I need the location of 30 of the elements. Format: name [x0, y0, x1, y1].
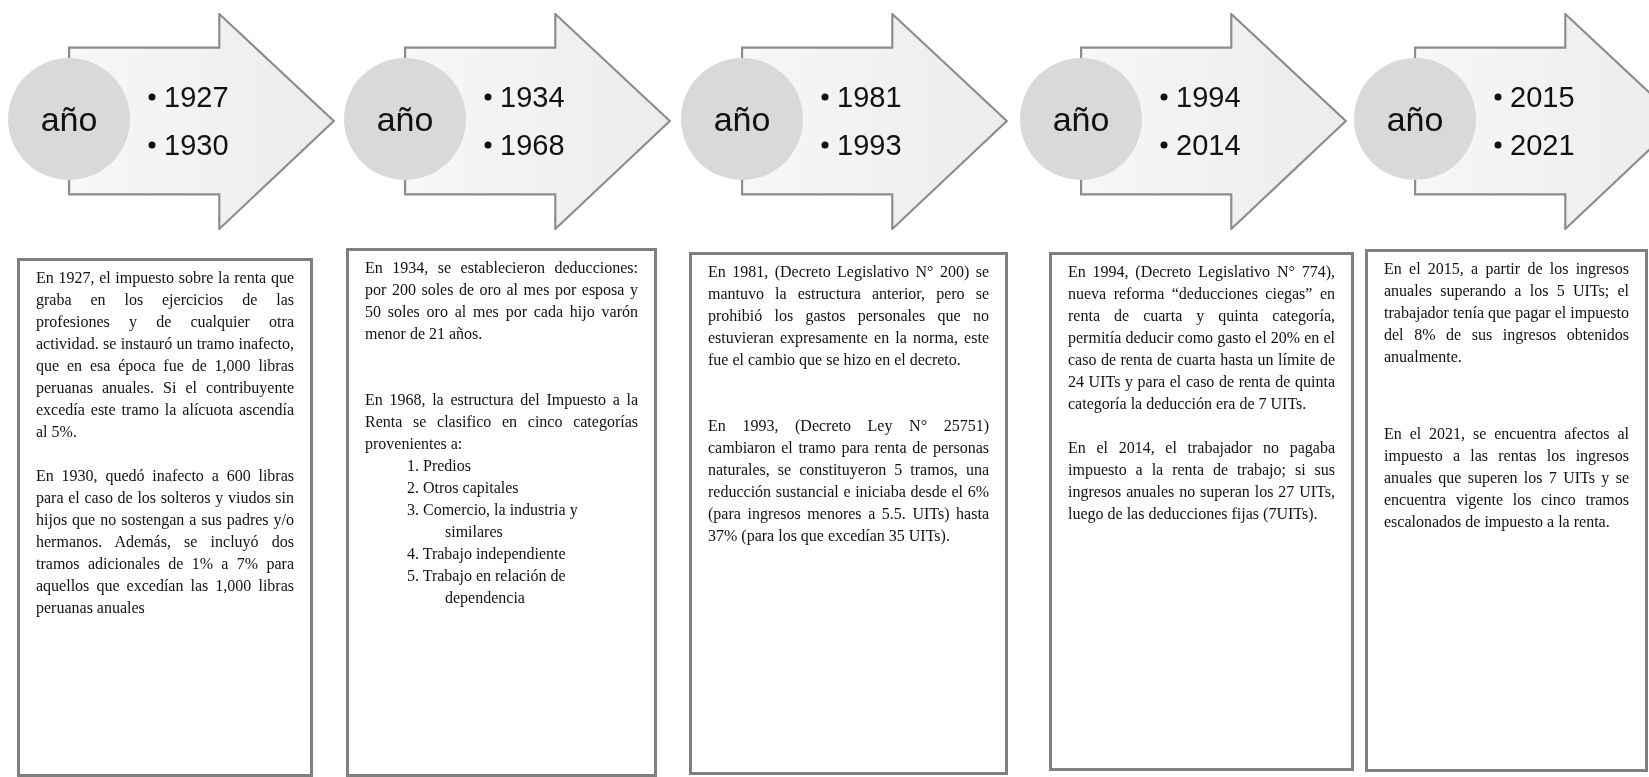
year-item: 1968: [500, 128, 565, 163]
text-box: [1049, 252, 1354, 771]
paragraph: En 1993, (Decreto Ley N° 25751) cambiaron el tramo para renta de personas naturales, se constituyeron 5 tramos, una reducción sustancial e iniciaba desde el 6% (para ingresos menores a 5.5. UITs) hasta 37% (para los que excedían 35 UITs).: [708, 416, 989, 547]
year-item: 2014: [1176, 128, 1241, 163]
paragraph: En 1934, se establecieron deducciones: por 200 soles de oro al mes por esposa y 50 soles oro al mes por cada hijo varón menor de 21 años.: [365, 258, 638, 344]
list-item: 4. Trabajo independiente: [406, 544, 567, 565]
text-box: [1365, 249, 1648, 772]
paragraph: En el 2014, el trabajador no pagaba impuesto a la renta de trabajo; si sus ingresos anuales no superan los 27 UITs, luego de las deducciones fijas (7UITs).: [1068, 438, 1335, 525]
paragraph: En 1968, la estructura del Impuesto a la Renta se clasifico en cinco categorías provenientes a:: [365, 390, 638, 455]
year-item: 2015: [1510, 80, 1575, 115]
paragraph: En 1930, quedó inafecto a 600 libras para el caso de los solteros y viudos sin hijos que no sostengan a sus padres y/o hermanos. Además, se incluyó dos tramos adicionales de 1% a 7% para aquellos que excedían las 1,000 libras peruanas anuales: [36, 466, 294, 619]
paragraph: En 1927, el impuesto sobre la renta que graba en los ejercicios de las profesiones y de cualquier otra actividad. se instauró un tramo inafecto, que en esa época fue de 1,000 libras peruanas anuales. Si el contribuyente excedía este tramo la alícuota ascendía al 5%.: [36, 268, 294, 442]
year-item: 1994: [1176, 80, 1241, 115]
year-item: 1934: [500, 80, 565, 115]
text-box: [17, 258, 313, 777]
list-item: 1. Predios: [406, 456, 472, 476]
year-item: 1927: [164, 80, 229, 115]
paragraph: En el 2015, a partir de los ingresos anuales superando a los 5 UITs; el trabajador tenía que pagar el impuesto del 8% de sus ingresos obtenidos anualmente.: [1384, 259, 1629, 367]
paragraph: En 1994, (Decreto Legislativo N° 774), nueva reforma “deducciones ciegas” en renta de cuarta y quinta categoría, permitía deducir como gasto el 20% en el caso de renta de cuarta hasta un límite de 24 UITs y para el caso de renta de quinta categoría la deducción era de 7 UITs.: [1068, 262, 1335, 415]
paragraph: En el 2021, se encuentra afectos al impuesto a las rentas los ingresos anuales que superen los 7 UITs y se encuentra vigente los cinco tramos escalonados de impuesto a la renta.: [1384, 424, 1629, 533]
year-item: 1930: [164, 128, 229, 163]
text-box: [689, 252, 1008, 775]
paragraph: En 1981, (Decreto Legislativo N° 200) se mantuvo la estructura anterior, pero se prohibió los gastos personales que no estuvieran expresamente en la norma, este fue el cambio que se hizo en el decreto.: [708, 262, 989, 371]
list-item: 5. Trabajo en relación de dependencia: [406, 566, 567, 609]
text-box: [346, 248, 657, 777]
list-item: 3. Comercio, la industria y similares: [406, 500, 579, 542]
year-item: 1993: [837, 128, 902, 163]
year-item: 2021: [1510, 128, 1575, 163]
year-item: 1981: [837, 80, 902, 115]
list-item: 2. Otros capitales: [406, 478, 520, 499]
